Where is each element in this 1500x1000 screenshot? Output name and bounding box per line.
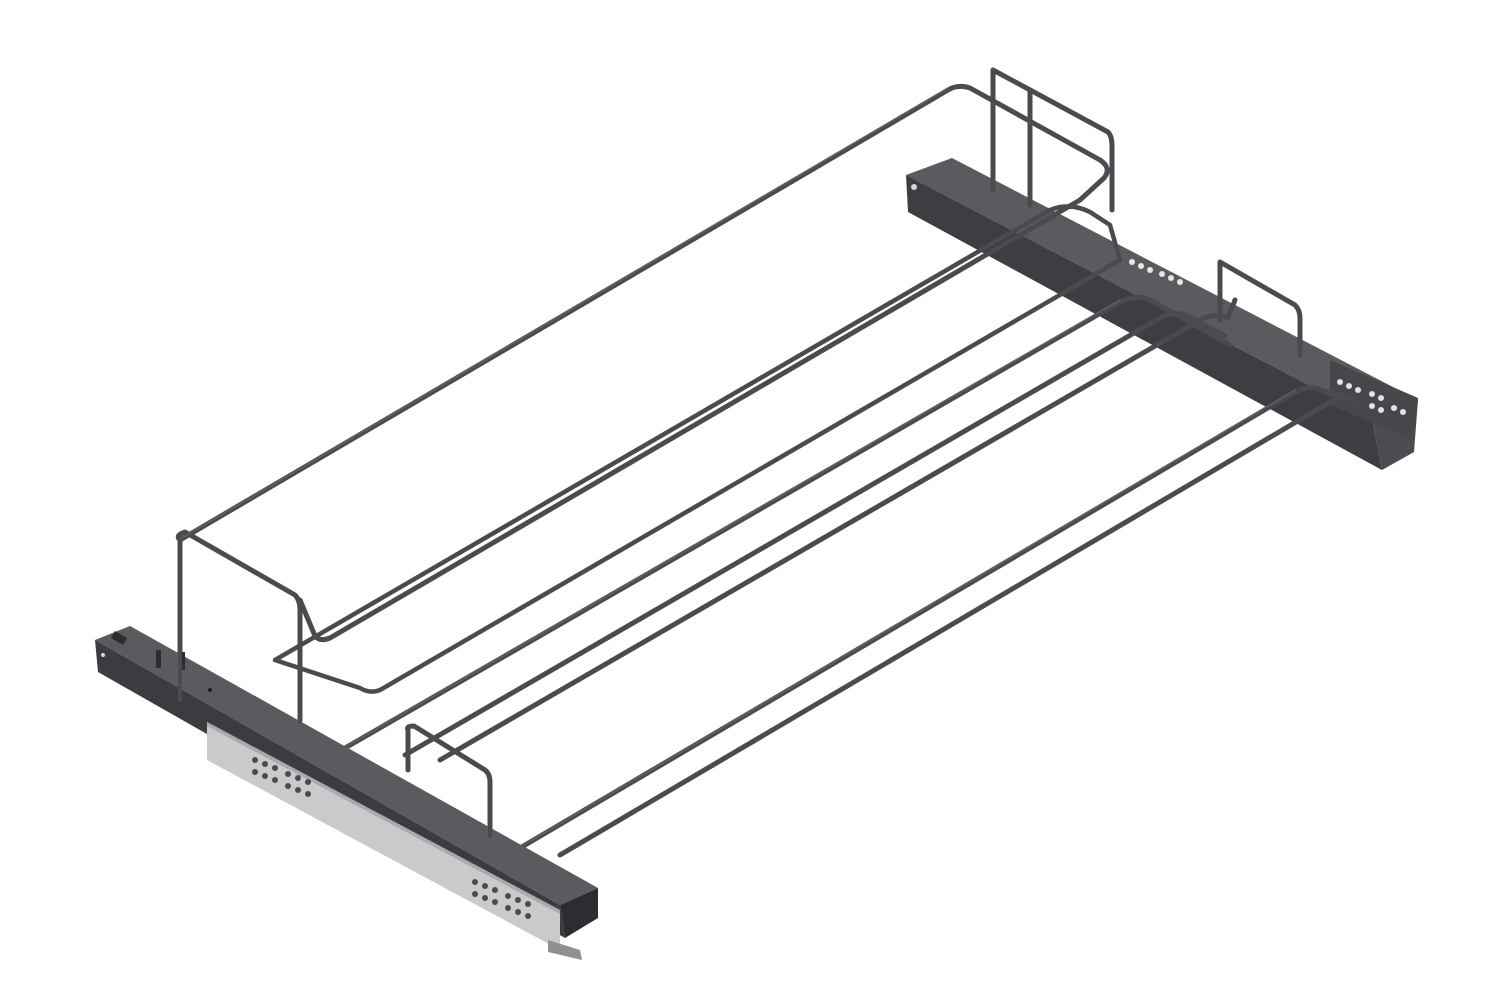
mounting-plate-holes	[252, 757, 531, 919]
back-runner-holes	[1129, 259, 1406, 415]
back-runner	[906, 158, 1418, 470]
wire-frame	[175, 67, 1358, 858]
mounting-plate	[207, 722, 582, 960]
wire-highlights	[181, 87, 1296, 847]
front-posts	[178, 618, 492, 838]
